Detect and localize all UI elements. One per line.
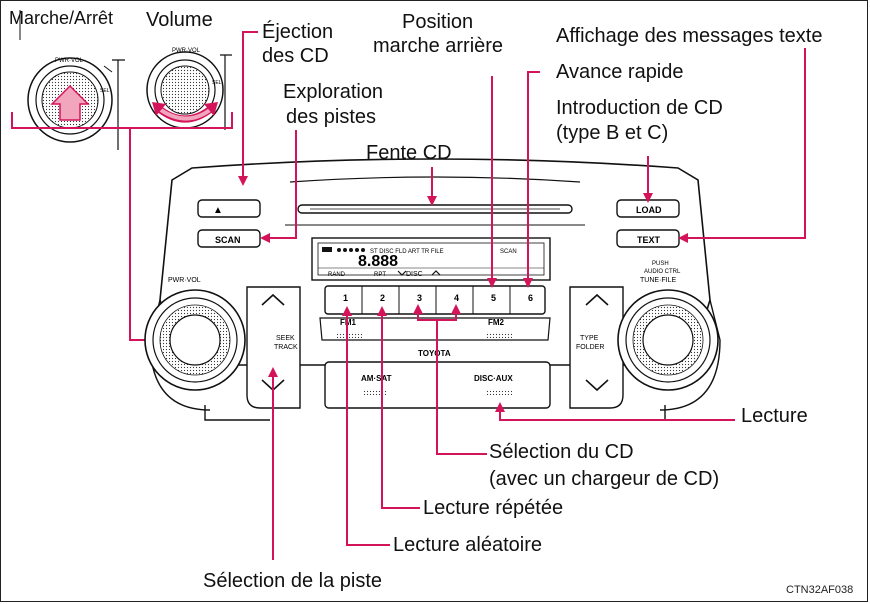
preset-button-3[interactable]: 3	[417, 293, 422, 303]
folder-label: FOLDER	[576, 344, 604, 351]
display-rand: RAND	[328, 272, 346, 278]
display-digits: 8.888	[358, 253, 398, 270]
preset-buttons: 1 2 3 4 5 6	[343, 293, 533, 303]
slot-label: Fente CD	[366, 142, 452, 164]
type-label: TYPE	[580, 335, 599, 342]
am-sat-label[interactable]: AM·SAT	[361, 374, 392, 383]
tune-file-label: TUNE·FILE	[640, 277, 677, 284]
text-button-label[interactable]: TEXT	[637, 235, 661, 245]
repeat-label: Lecture répétée	[423, 497, 564, 519]
preset-button-4[interactable]: 4	[454, 293, 459, 303]
text-display-label: Affichage des messages texte	[556, 25, 823, 47]
load-label-line1: Introduction de CD	[556, 97, 723, 119]
figure-code: CTN32AF038	[786, 584, 854, 596]
disc-select-label-line2: (avec un chargeur de CD)	[489, 468, 720, 490]
eject-label-line1: Éjection	[262, 21, 334, 43]
power-label: Marche/Arrêt	[9, 8, 114, 28]
fm1-label[interactable]: FM1	[340, 318, 357, 327]
preset-button-1[interactable]: 1	[343, 293, 348, 303]
random-label: Lecture aléatoire	[393, 534, 542, 556]
head-unit	[144, 158, 721, 421]
small-sel-label-2: SEL	[212, 80, 222, 86]
brand-label: TOYOTA	[418, 349, 451, 358]
scan-label-line1: Exploration	[283, 81, 384, 103]
preset-button-5[interactable]: 5	[491, 293, 496, 303]
rewind-label-line1: Position	[402, 11, 474, 33]
fast-forward-label: Avance rapide	[556, 61, 684, 83]
seek-label: SEEK	[276, 335, 295, 342]
load-button-label[interactable]: LOAD	[636, 205, 662, 215]
display-disc: DISC	[406, 271, 423, 278]
pwr-vol-label: PWR·VOL	[168, 277, 201, 284]
eject-button-symbol[interactable]: ▲	[213, 205, 223, 216]
volume-knob-inset: PWR·VOL SEL	[146, 48, 232, 130]
callout-arrowheads	[238, 176, 688, 412]
display-scan: SCAN	[500, 249, 517, 255]
play-label: Lecture	[741, 405, 808, 427]
small-sel-label: SEL	[100, 88, 110, 94]
disc-select-label-line1: Sélection du CD	[489, 441, 634, 463]
preset-button-6[interactable]: 6	[528, 293, 533, 303]
display-rpt: RPT	[374, 272, 386, 278]
load-label-line2: (type B et C)	[556, 122, 669, 144]
track-label: TRACK	[274, 344, 298, 351]
preset-button-2[interactable]: 2	[380, 293, 385, 303]
rewind-label-line2: marche arrière	[373, 35, 504, 57]
disc-aux-label[interactable]: DISC·AUX	[474, 374, 513, 383]
small-pwr-vol-label-2: PWR·VOL	[172, 48, 201, 54]
display-top-indicators: ST DISC FLD ART TR FILE	[370, 249, 444, 255]
push-label: PUSH	[652, 261, 669, 267]
eject-label-line2: des CD	[262, 45, 329, 67]
track-select-label: Sélection de la piste	[203, 570, 383, 592]
callout-lines	[242, 31, 806, 560]
volume-label: Volume	[146, 9, 213, 31]
scan-button-label[interactable]: SCAN	[215, 235, 241, 245]
small-pwr-vol-label: PWR·VOL	[55, 58, 84, 64]
audio-ctrl-label: AUDIO CTRL	[644, 269, 681, 275]
fm2-label[interactable]: FM2	[488, 318, 505, 327]
scan-label-line2: des pistes	[286, 106, 377, 128]
